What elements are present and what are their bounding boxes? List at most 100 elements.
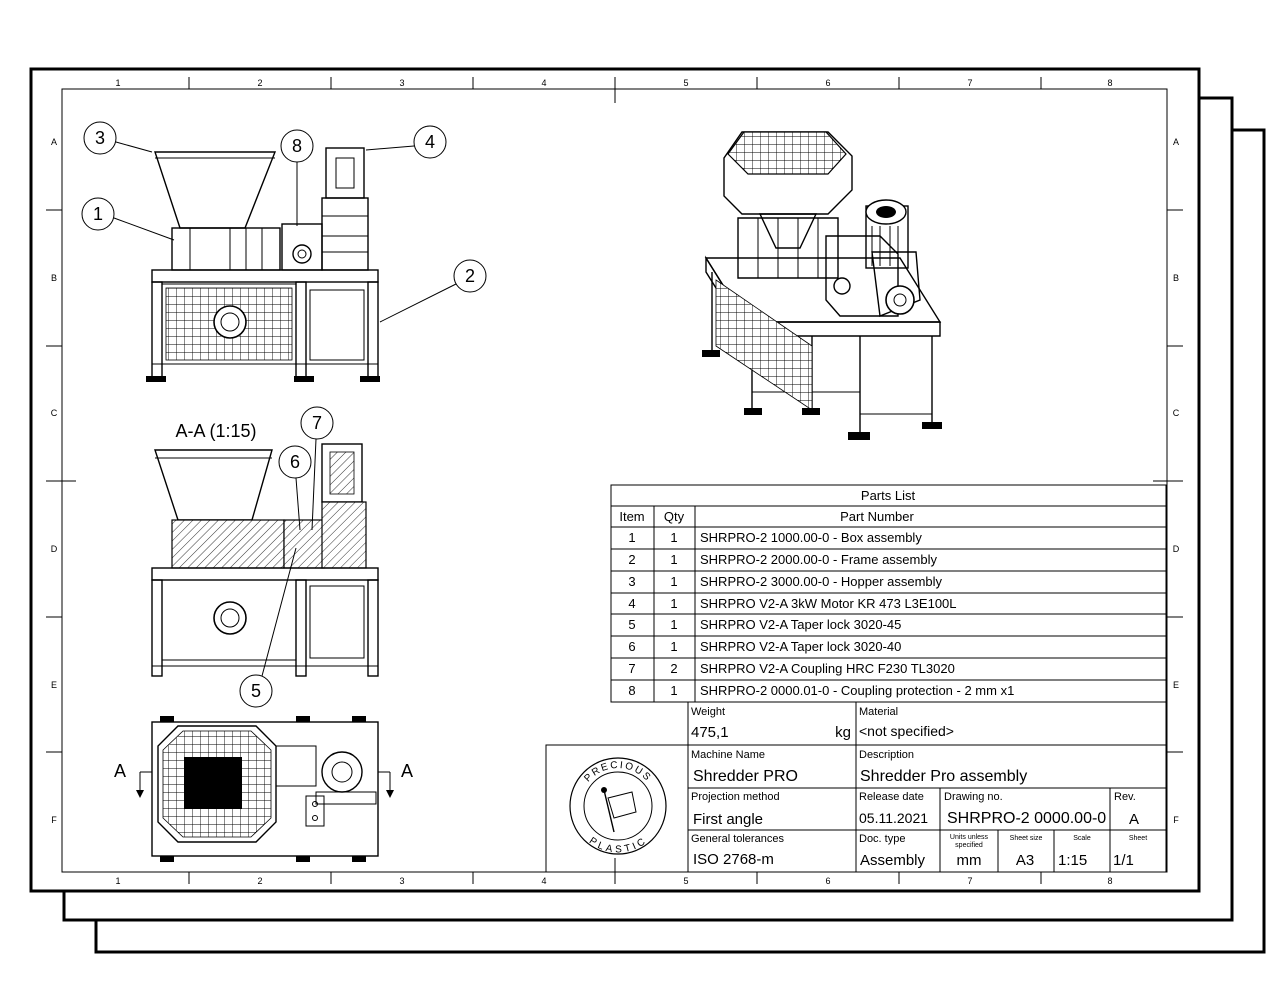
front-view [146, 147, 380, 382]
units-value: mm [957, 852, 982, 869]
parts-row-item: 7 [628, 661, 635, 676]
sheet-size-value: A3 [1016, 852, 1034, 869]
balloon [278, 445, 312, 479]
row-label-right: F [1173, 815, 1179, 825]
machine-name-value: Shredder PRO [693, 768, 798, 785]
parts-row-qty: 1 [670, 530, 677, 545]
parts-row-item: 4 [628, 596, 635, 611]
row-label-right: D [1173, 544, 1180, 554]
section-title: A-A (1:15) [175, 421, 256, 441]
balloon [280, 129, 314, 163]
description-value: Shredder Pro assembly [860, 768, 1027, 785]
col-label-bottom: 7 [967, 876, 972, 886]
parts-list-header-part: Part Number [840, 509, 914, 524]
drawing-no-label: Drawing no. [944, 791, 1003, 803]
col-label-top: 8 [1107, 78, 1112, 88]
row-label-right: E [1173, 680, 1179, 690]
weight-label: Weight [691, 706, 725, 718]
parts-row-item: 8 [628, 683, 635, 698]
parts-row-qty: 1 [670, 617, 677, 632]
col-label-top: 2 [257, 78, 262, 88]
parts-row-qty: 1 [670, 596, 677, 611]
parts-row-part: SHRPRO V2-A 3kW Motor KR 473 L3E100L [700, 596, 957, 611]
scale-label: Scale [1073, 835, 1091, 842]
top-view: A A [114, 716, 413, 862]
projection-label: Projection method [691, 791, 780, 803]
parts-row-part: SHRPRO V2-A Coupling HRC F230 TL3020 [700, 661, 955, 676]
col-label-bottom: 3 [399, 876, 404, 886]
balloon-label: 7 [312, 413, 322, 433]
parts-row-part: SHRPRO V2-A Taper lock 3020-40 [700, 639, 901, 654]
iso-hopper [723, 131, 853, 215]
col-label-top: 1 [115, 78, 120, 88]
tolerances-label: General tolerances [691, 833, 784, 845]
row-label-right: B [1173, 273, 1179, 283]
section-box [171, 519, 285, 569]
balloon [239, 674, 273, 708]
col-label-top: 4 [541, 78, 546, 88]
balloon-label: 8 [292, 136, 302, 156]
doc-type-label: Doc. type [859, 833, 905, 845]
col-label-bottom: 4 [541, 876, 546, 886]
parts-row-item: 1 [628, 530, 635, 545]
material-label: Material [859, 706, 898, 718]
sheet-label: Sheet [1129, 835, 1147, 842]
col-label-bottom: 5 [683, 876, 688, 886]
weight-value: 475,1 [691, 724, 729, 741]
section-view: A-A (1:15) [151, 421, 379, 677]
balloon-label: 3 [95, 128, 105, 148]
mesh-panel [165, 287, 293, 361]
parts-row-part: SHRPRO-2 1000.00-0 - Box assembly [700, 530, 922, 545]
col-label-top: 6 [825, 78, 830, 88]
parts-row-item: 5 [628, 617, 635, 632]
cutter-opening [184, 757, 242, 809]
balloon-label: 5 [251, 681, 261, 701]
balloon-label: 6 [290, 452, 300, 472]
section-marker-right: A [401, 761, 413, 781]
release-date-label: Release date [859, 791, 924, 803]
parts-row-qty: 1 [670, 639, 677, 654]
parts-row-part: SHRPRO V2-A Taper lock 3020-45 [700, 617, 901, 632]
table-top [151, 269, 379, 283]
scale-value: 1:15 [1058, 852, 1087, 869]
col-label-bottom: 2 [257, 876, 262, 886]
isometric-view [702, 131, 942, 440]
parts-row-part: SHRPRO-2 3000.00-0 - Hopper assembly [700, 574, 943, 589]
doc-type-value: Assembly [860, 852, 926, 869]
drawing-no-value: SHRPRO-2 0000.00-0 [947, 810, 1106, 827]
row-label-left: A [51, 137, 57, 147]
parts-row-qty: 1 [670, 574, 677, 589]
sheet-value: 1/1 [1113, 852, 1134, 869]
balloon [300, 406, 334, 440]
parts-row-item: 2 [628, 552, 635, 567]
col-label-bottom: 1 [115, 876, 120, 886]
balloon-label: 4 [425, 132, 435, 152]
parts-row-item: 6 [628, 639, 635, 654]
row-label-left: D [51, 544, 58, 554]
material-value: <not specified> [859, 723, 954, 739]
sheet-size-label: Sheet size [1010, 835, 1043, 842]
row-label-left: B [51, 273, 57, 283]
parts-row-qty: 2 [670, 661, 677, 676]
parts-row-item: 3 [628, 574, 635, 589]
iso-box [737, 217, 839, 279]
rev-value: A [1129, 811, 1139, 828]
row-label-left: C [51, 408, 58, 418]
parts-list-header-item: Item [619, 509, 644, 524]
parts-list-header-qty: Qty [664, 509, 685, 524]
machine-name-label: Machine Name [691, 749, 765, 761]
col-label-top: 7 [967, 78, 972, 88]
row-label-right: C [1173, 408, 1180, 418]
weight-unit: kg [835, 724, 851, 741]
parts-row-part: SHRPRO-2 2000.00-0 - Frame assembly [700, 552, 937, 567]
col-label-top: 3 [399, 78, 404, 88]
tolerances-value: ISO 2768-m [693, 851, 774, 868]
rev-label: Rev. [1114, 791, 1136, 803]
release-date-value: 05.11.2021 [859, 810, 928, 826]
col-label-bottom: 6 [825, 876, 830, 886]
description-label: Description [859, 749, 914, 761]
balloon [453, 259, 487, 293]
units-label-1: Units unless [950, 834, 989, 841]
section-marker-left: A [114, 761, 126, 781]
